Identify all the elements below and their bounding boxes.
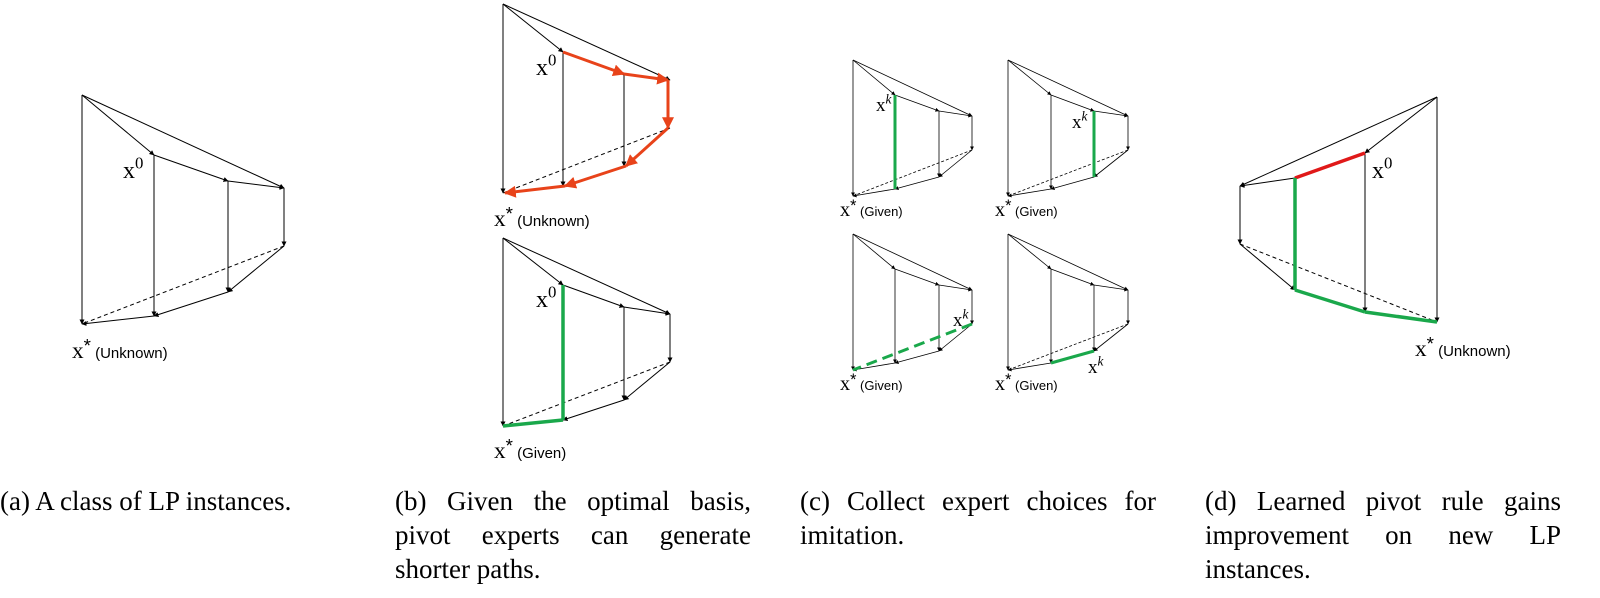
panel-a-polytope xyxy=(79,94,287,326)
caption-b: (b) Given the optimal basis, pivot exper… xyxy=(395,486,751,584)
panel-c-bl-polytope xyxy=(851,233,974,372)
panel-a-opt-label: x* (Unknown) xyxy=(72,335,168,364)
panel-b-bottom-opt-label: x* (Given) xyxy=(494,435,566,464)
panel-c-tl-opt-label: x* (Given) xyxy=(840,197,903,221)
panel-b-top-opt-label: x* (Unknown) xyxy=(494,203,590,232)
panel-c-tl-polytope xyxy=(851,59,974,198)
panel-b-bottom-start-label: x0 xyxy=(536,282,556,313)
panel-c-br-polytope xyxy=(1006,233,1130,372)
panel-a-start-label: x0 xyxy=(123,153,143,184)
panel-d-opt-label: x* (Unknown) xyxy=(1415,333,1511,362)
panel-c-br-current-label: xk xyxy=(1088,353,1105,378)
panel-b-green-path xyxy=(502,285,565,428)
panel-c-tl-current-label: xk xyxy=(876,91,893,116)
panel-d-green-path xyxy=(1293,178,1438,324)
panel-c-tr-opt-label: x* (Given) xyxy=(995,197,1058,221)
panel-b-expert-path xyxy=(503,50,674,198)
panel-d-start-label: x0 xyxy=(1372,153,1392,184)
panel-c-br-opt-label: x* (Given) xyxy=(995,371,1058,395)
panel-d-red-edge xyxy=(1294,151,1366,180)
panel-c-tr-polytope xyxy=(1006,59,1130,198)
panel-c-bl-current-label: xk xyxy=(953,306,970,331)
panel-d-polytope xyxy=(1237,96,1440,323)
panel-b-bottom-polytope xyxy=(500,237,673,427)
caption-a: (a) A class of LP instances. xyxy=(0,486,292,516)
panel-b-top-polytope xyxy=(500,3,671,194)
panel-c-tr-current-label: xk xyxy=(1072,108,1089,133)
caption-d: (d) Learned pivot rule gains improvement… xyxy=(1205,486,1561,584)
panel-c-br-green-edge xyxy=(1050,349,1095,365)
panel-c-bl-opt-label: x* (Given) xyxy=(840,371,903,395)
caption-c: (c) Collect expert choices for imitation… xyxy=(800,486,1156,550)
panel-c-bl-green-dashed-edge xyxy=(852,322,973,372)
panel-b-top-start-label: x0 xyxy=(536,50,556,81)
